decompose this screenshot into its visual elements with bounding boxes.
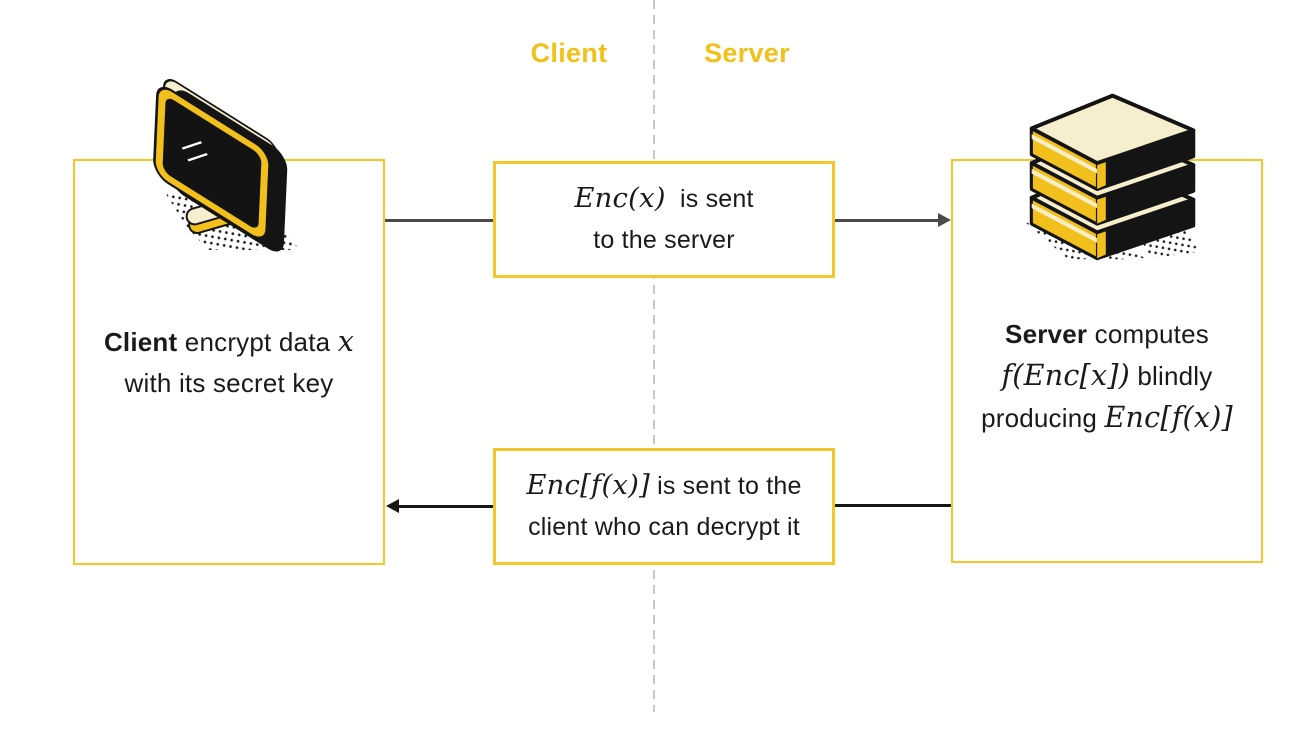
enc-x-line2: to the server [593,226,735,254]
server-bold-text: Server [1005,318,1088,349]
client-line1-text: encrypt data [177,326,338,357]
server-lane-label: Server [704,38,790,68]
enc-x-message-box: Enc(x) is sent to the server [493,161,835,278]
client-box-line2: with its secret key [124,367,334,398]
monitor-icon [153,79,300,252]
client-server-divider [653,0,655,712]
enc-f-x-line1: Enc[f(x)] is sent to the [526,465,801,507]
server-line1-text: computes [1087,318,1209,349]
enc-x-line1-text: is sent [665,185,754,213]
arrow-head-right-icon [938,213,951,227]
client-lane-label: Client [530,38,608,68]
server-box-text: Server computes f(Enc[x]) blindly produc… [981,314,1233,439]
client-bold-text: Client [103,326,178,357]
server-line2-text: blindly [1129,360,1213,391]
enc-f-x-line1-text: is sent to the [649,472,802,500]
enc-f-x-message-box: Enc[f(x)] is sent to the client who can … [493,448,835,565]
math-enc-f-x: Enc[f(x)] [526,469,650,501]
server-box-line1: Server computes [981,314,1233,355]
server-to-botbox-line [834,504,951,507]
server-box-line3: producing Enc[f(x)] [981,397,1233,439]
database-stack-icon [1025,93,1201,261]
arrow-shaft [399,504,494,508]
server-line3-text: producing [981,402,1105,433]
arrow-head-left-icon [386,499,399,513]
server-math-f-enc-x: f(Enc[x]) [1001,357,1130,392]
math-enc-x: Enc(x) [574,182,666,214]
client-to-topbox-line [385,219,494,222]
botbox-to-client-arrow [386,499,494,513]
client-math-x: x [337,323,355,358]
server-box-line2: f(Enc[x]) blindly [981,355,1233,397]
enc-x-line1: Enc(x) is sent [574,178,753,220]
client-box-line1: Client encrypt data x [104,321,354,363]
server-math-enc-f-x: Enc[f(x)] [1104,399,1233,434]
topbox-to-server-arrow [834,213,951,227]
arrow-shaft [834,218,938,222]
enc-f-x-line2: client who can decrypt it [528,513,800,541]
